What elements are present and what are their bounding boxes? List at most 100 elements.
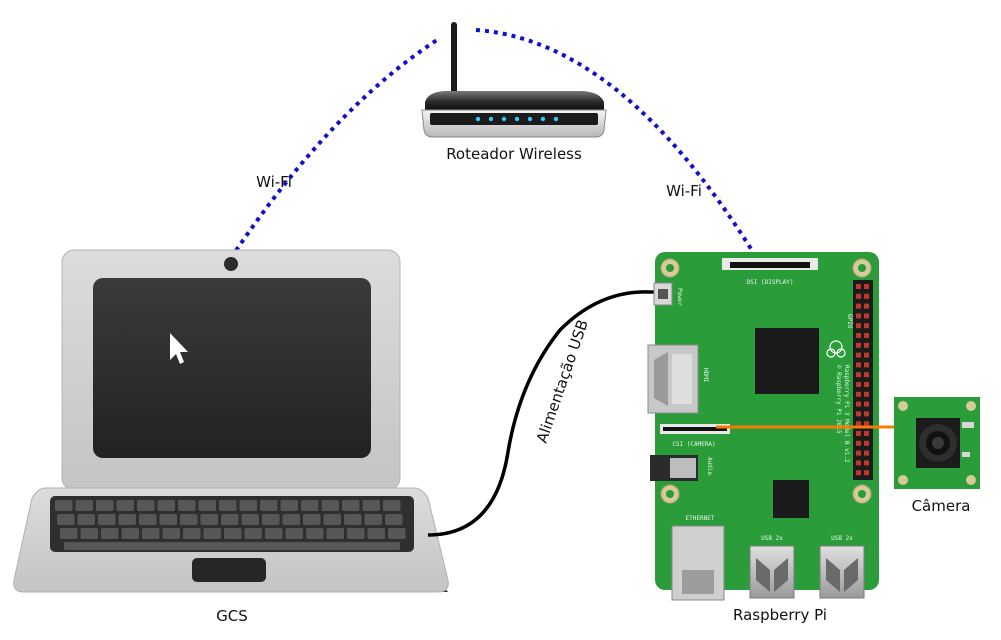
gpio-pin (864, 382, 869, 387)
gpio-pin (856, 362, 861, 368)
gpio-pin (856, 411, 861, 417)
key (77, 514, 95, 525)
key (260, 500, 278, 511)
gpio-pin (864, 460, 869, 466)
key (55, 500, 73, 511)
gpio-pin (856, 313, 861, 319)
copyright-label: © Raspberry Pi 2015 (835, 365, 842, 434)
key (347, 528, 365, 539)
cursor-icon (170, 333, 188, 364)
key (321, 500, 339, 511)
key (198, 500, 216, 511)
key (367, 528, 385, 539)
key (219, 500, 237, 511)
key (388, 528, 406, 539)
key (137, 500, 155, 511)
gpio-pin (856, 382, 861, 387)
gpio-pin (856, 372, 861, 378)
csi-label: CSI (CAMERA) (672, 441, 715, 448)
wifi-left-label: Wi-Fi (256, 173, 292, 191)
router-icon (421, 22, 607, 138)
camera-label: Câmera (912, 497, 971, 515)
key (139, 514, 157, 525)
key (101, 528, 119, 539)
key (306, 528, 324, 539)
gpio-pin (864, 401, 869, 407)
gpio-pin (864, 450, 869, 456)
key (121, 528, 139, 539)
key (178, 500, 196, 511)
key (96, 500, 114, 511)
gpio-pin (864, 342, 869, 348)
key (241, 514, 259, 525)
gpio-pin (856, 440, 861, 446)
dsi-label: DSI (DISPLAY) (747, 279, 794, 286)
gpio-pin (856, 284, 861, 289)
wifi-right-label: Wi-Fi (666, 182, 702, 200)
key (118, 514, 136, 525)
gpio-pin (864, 323, 869, 329)
raspberry-logo-icon (826, 340, 846, 358)
gpio-pin (864, 440, 869, 446)
gpio-pin (864, 411, 869, 417)
gpio-pin (856, 323, 861, 329)
key (80, 528, 98, 539)
router-label: Roteador Wireless (446, 145, 582, 163)
key (221, 514, 239, 525)
gpio-pin (864, 421, 869, 427)
key (183, 528, 201, 539)
gpio-pin (856, 431, 861, 436)
raspberry-pi-board: DSI (DISPLAY) Power HDMI Raspberry Pi 3 … (647, 252, 879, 601)
key (301, 500, 319, 511)
key (200, 514, 218, 525)
key (180, 514, 198, 525)
key (224, 528, 242, 539)
key (57, 514, 75, 525)
gpio-pin (856, 303, 861, 309)
gpio-pin (864, 391, 869, 397)
gpio-pin (864, 470, 869, 476)
gpio-pin (856, 293, 861, 299)
laptop-label: GCS (216, 607, 248, 625)
usb-left-label: USB 2x (761, 535, 783, 542)
key (285, 528, 303, 539)
key (385, 514, 403, 525)
gpio-label: GPIO (846, 314, 853, 329)
power-label: Power (676, 288, 683, 306)
gpio-pin (856, 342, 861, 348)
key (362, 500, 380, 511)
key (162, 528, 180, 539)
key (344, 514, 362, 525)
key (303, 514, 321, 525)
gpio-pin (864, 293, 869, 299)
gpio-pin (856, 391, 861, 397)
gpio-pin (856, 333, 861, 338)
key (64, 542, 400, 550)
key (98, 514, 116, 525)
key (244, 528, 262, 539)
key (282, 514, 300, 525)
gpio-pin (864, 362, 869, 368)
usb-power-label: Alimentação USB (533, 317, 592, 445)
gpio-pin (864, 333, 869, 338)
key (159, 514, 177, 525)
key (75, 500, 93, 511)
gpio-pin (856, 352, 861, 358)
key (142, 528, 160, 539)
key (60, 528, 78, 539)
hdmi-label: HDMI (702, 368, 709, 383)
key (342, 500, 360, 511)
gpio-pin (856, 470, 861, 476)
key (364, 514, 382, 525)
gpio-pin (856, 401, 861, 407)
gpio-pin (864, 313, 869, 319)
gpio-pin (856, 450, 861, 456)
key (239, 500, 257, 511)
key (116, 500, 134, 511)
gpio-pin (864, 303, 869, 309)
audio-label: Audio (706, 457, 713, 475)
key (383, 500, 401, 511)
usb-power-cable (427, 290, 654, 537)
model-label: Raspberry Pi 3 Model B v1.2 (843, 365, 850, 463)
